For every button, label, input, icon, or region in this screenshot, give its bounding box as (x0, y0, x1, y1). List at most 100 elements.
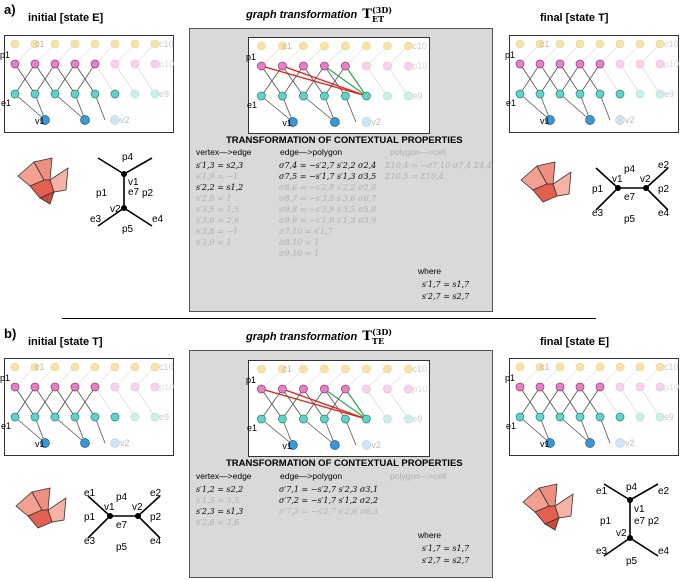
graph-label: c10 (664, 362, 679, 372)
node-polygon (655, 382, 665, 392)
panel-b-right-title: final [state E] (540, 336, 610, 348)
node-edge (30, 412, 40, 422)
graph-label: e9 (159, 89, 169, 99)
edge-arrow (324, 388, 346, 420)
node-cell-faded (130, 362, 140, 372)
edge-faded (261, 368, 283, 390)
polyhedron-icon (522, 483, 574, 531)
graph-label: c1 (282, 364, 292, 374)
node-edge (362, 91, 371, 101)
node-cell-faded (299, 41, 308, 51)
graph-label: v2 (120, 115, 130, 125)
graph-label: e9 (412, 91, 422, 101)
label-p5: p5 (116, 542, 128, 553)
node-polygon (595, 59, 605, 69)
graph-label: c1 (540, 362, 550, 372)
node-edge (320, 414, 329, 424)
node-polygon (50, 382, 60, 392)
edge-arrow (34, 386, 56, 418)
label-v2: v2 (640, 174, 651, 185)
node-cell-faded (110, 39, 120, 49)
node-vertex (288, 440, 298, 450)
edge-green (344, 65, 367, 97)
graph-label: p10 (664, 59, 679, 69)
node-cell-faded (299, 364, 308, 374)
T-superscript: (3D) (371, 327, 393, 337)
node-cell-faded (278, 364, 287, 374)
edge-faded (639, 366, 661, 388)
equation: s′1,3 = s2,3 (196, 161, 244, 170)
edge-faded (599, 43, 621, 65)
center-title-text: graph transformation (246, 330, 358, 343)
node-cell-faded (515, 362, 525, 372)
graph-label: p1 (0, 50, 10, 60)
graph-label: p1 (246, 52, 256, 62)
node-vertex (545, 115, 555, 125)
node-edge (555, 89, 565, 99)
edge-faded (261, 45, 283, 67)
node-polygon (70, 382, 80, 392)
node-polygon (555, 59, 565, 69)
graph-label: p10 (159, 59, 174, 69)
equation: σ9,9 = −s′1,9 s′1,3 σ3,9 (279, 216, 377, 225)
col-edge-polygon-b: edge—>polygon (280, 471, 343, 481)
node-cell-faded (320, 364, 329, 374)
node-polygon (50, 59, 60, 69)
edge-faded (599, 63, 621, 95)
edge-faded (134, 366, 156, 388)
equation: σ′7,3 = −s′2,7 s′2,6 σ6,3 (279, 507, 379, 516)
label-e1: e1 (84, 488, 96, 499)
label-v1: v1 (104, 502, 115, 513)
edge-faded (387, 45, 409, 67)
equation: s′2,3 = s1,3 (196, 507, 244, 516)
node-polygon (655, 59, 665, 69)
node-cell-faded (615, 362, 625, 372)
node-vertex (330, 440, 340, 450)
graph-label: e9 (159, 412, 169, 422)
edge-arrow (599, 416, 611, 444)
edge-faded (324, 368, 346, 390)
node-cell-faded (404, 41, 413, 51)
node-polygon (10, 382, 20, 392)
edge-faded (74, 366, 96, 388)
node-edge (555, 412, 565, 422)
node-polygon (320, 384, 329, 394)
edge-green (324, 65, 367, 97)
label-e2: e2 (658, 160, 670, 171)
node-cell-faded (362, 41, 371, 51)
node-edge (70, 412, 80, 422)
node-cell-faded (595, 39, 605, 49)
label-p2: p2 (142, 188, 154, 199)
where-label-a: where (418, 266, 442, 276)
edge-arrow (94, 416, 106, 444)
node-vertex (40, 438, 50, 448)
graph-label: v1 (540, 116, 550, 126)
edge-arrow (34, 63, 56, 95)
node-polygon (555, 382, 565, 392)
node-cell-faded (150, 362, 160, 372)
equation: s′3,8 = −1 (196, 227, 239, 236)
node-vertex (80, 438, 90, 448)
edge-faded (387, 368, 409, 390)
node-cell-faded (30, 362, 40, 372)
node-edge (257, 414, 266, 424)
equation: σ7,5 = −s′1,7 s′1,3 σ3,5 (279, 172, 377, 181)
label-p5: p5 (626, 556, 638, 567)
panel-b-left-title: initial [state T] (28, 336, 103, 348)
label-e7: e7 (128, 187, 140, 198)
edge-faded (54, 43, 76, 65)
graph-label: c10 (412, 41, 427, 51)
label-e3: e3 (90, 214, 102, 225)
node-polygon (110, 59, 120, 69)
node-cell-faded (535, 362, 545, 372)
equation: σ9,8 = −s′3,9 s′3,5 σ5,8 (279, 205, 377, 214)
section-heading-a: TRANSFORMATION OF CONTEXTUAL PROPERTIES (226, 135, 463, 146)
edge-arrow (303, 95, 336, 123)
